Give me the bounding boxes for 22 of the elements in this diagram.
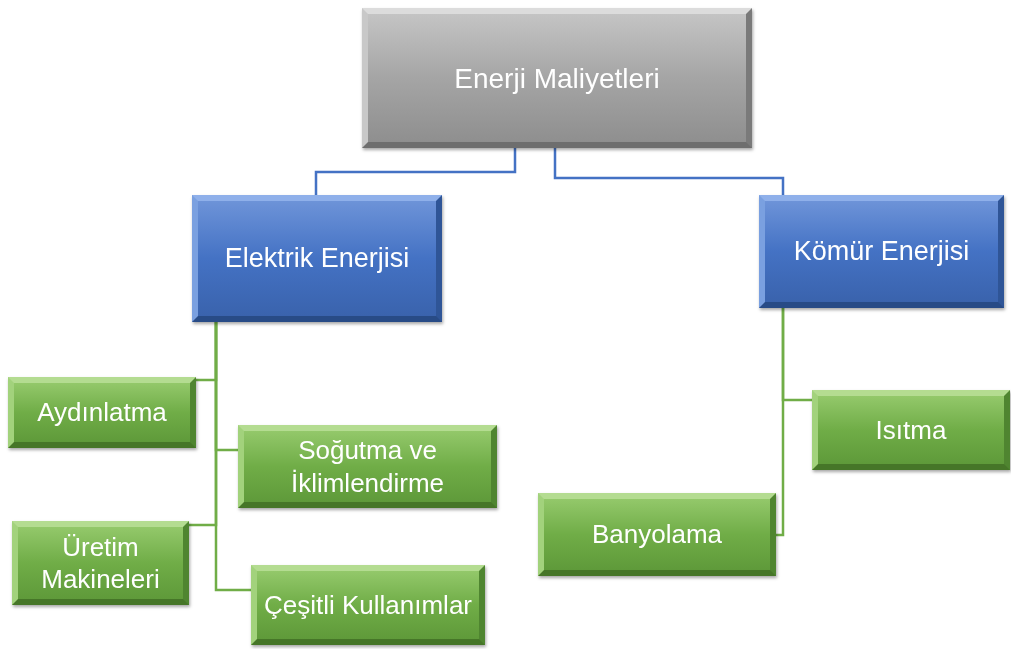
beveled-box xyxy=(362,8,752,148)
box-label: Enerji Maliyetleri xyxy=(453,61,661,96)
box-label: Soğutma ve İklimlendirme xyxy=(289,434,446,499)
box-label: Çeşitli Kullanımlar xyxy=(262,588,474,622)
beveled-box xyxy=(238,425,497,508)
beveled-box xyxy=(251,565,485,645)
connector-line xyxy=(314,148,517,195)
box-label: Banyolama xyxy=(590,518,724,551)
beveled-box xyxy=(812,390,1010,470)
connector-line xyxy=(553,148,785,195)
connector-line xyxy=(214,322,251,592)
beveled-box xyxy=(12,521,189,605)
box-label: Üretim Makineleri xyxy=(40,530,161,596)
connector-line xyxy=(776,308,785,537)
box-label: Isıtma xyxy=(874,413,948,447)
beveled-box xyxy=(8,377,196,448)
beveled-box xyxy=(759,195,1004,308)
box-label: Elektrik Enerjisi xyxy=(223,241,411,275)
box-label: Aydınlatma xyxy=(36,396,168,429)
box-label: Kömür Enerjisi xyxy=(792,234,971,268)
beveled-box xyxy=(538,493,776,576)
beveled-box xyxy=(192,195,442,322)
